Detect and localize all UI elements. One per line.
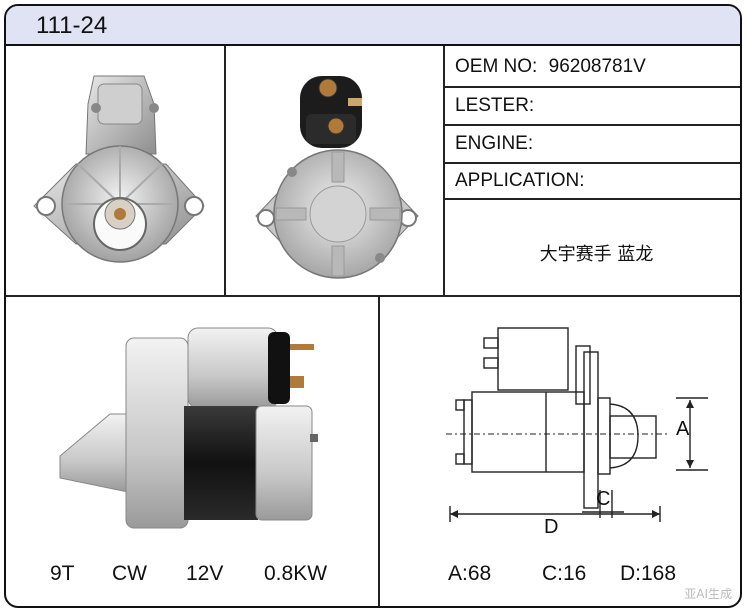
lester-label: LESTER: — [455, 95, 535, 116]
starter-front-view — [33, 75, 205, 263]
title-bar: 111-24 — [6, 6, 740, 46]
oem-value: 96208781V — [548, 56, 646, 77]
engine-label: ENGINE: — [455, 133, 534, 154]
dimension-c: C:16 — [542, 562, 587, 585]
oem-label: OEM NO: — [455, 56, 538, 77]
divider-spec-4 — [443, 198, 740, 200]
starter-side-view — [59, 327, 318, 529]
application-label: APPLICATION: — [455, 170, 585, 191]
drawing-letter-c: C — [596, 488, 611, 510]
spec-lester-row: LESTER: — [445, 88, 740, 124]
motor-rotation: CW — [112, 562, 147, 585]
model-number: 111-24 — [36, 12, 108, 39]
dimension-d: D:168 — [620, 562, 677, 585]
divider-spec-1 — [443, 86, 740, 88]
spec-engine-row: ENGINE: — [445, 126, 740, 162]
motor-teeth: 9T — [50, 562, 75, 585]
spec-application-row: APPLICATION: — [445, 164, 740, 198]
application-value: 大宇赛手 蓝龙 — [539, 244, 654, 265]
divider-v1 — [224, 46, 226, 296]
watermark: 亚AI生成 — [684, 587, 732, 601]
divider-spec-2 — [443, 124, 740, 126]
motor-power: 0.8KW — [264, 562, 328, 585]
spec-oem-row: OEM NO: 96208781V — [445, 48, 740, 86]
divider-v3 — [378, 295, 380, 606]
divider-h-main — [6, 295, 740, 297]
dimension-drawing — [446, 327, 708, 522]
drawing-letter-d: D — [544, 516, 559, 538]
divider-spec-3 — [443, 162, 740, 164]
drawing-letter-a: A — [676, 418, 690, 440]
dimension-a: A:68 — [448, 562, 492, 585]
motor-voltage: 12V — [186, 562, 224, 585]
divider-v2 — [443, 46, 445, 296]
starter-rear-view — [255, 76, 419, 279]
spec-sheet: 111-24 OEM NO: 96208781V LESTER: ENGINE:… — [4, 4, 742, 608]
